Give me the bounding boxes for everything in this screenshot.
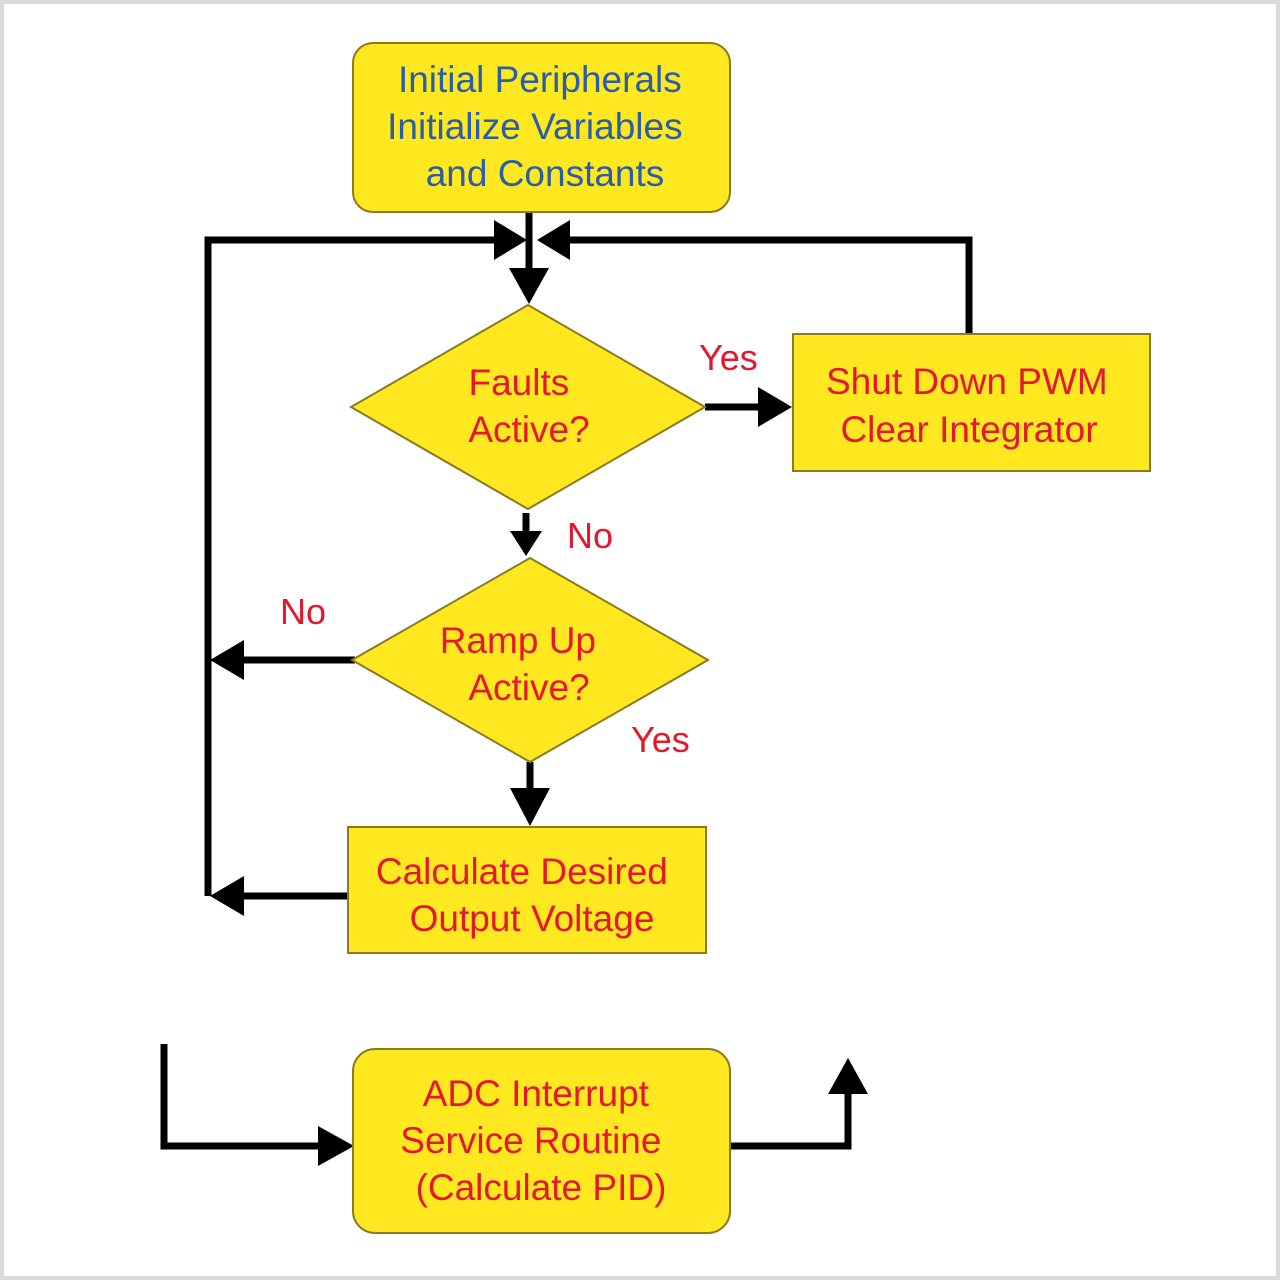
node-shutdown-line-2: Clear Integrator [840,409,1097,450]
edge-label-ramp-no: No [280,591,326,632]
arrowhead-into-faults [509,268,549,304]
edge-label-faults-yes: Yes [699,337,758,378]
node-init-line-2: Initialize Variables [387,106,682,147]
node-adc-line-1: ADC Interrupt [423,1073,650,1114]
node-adc: ADC Interrupt Service Routine (Calculate… [352,1048,731,1234]
node-adc-shape [352,1048,731,1234]
node-adc-line-2: Service Routine [400,1120,661,1161]
node-ramp-shape [349,556,711,764]
connector-adc-in [160,1044,320,1150]
svg-text:Ramp Up Active?: Ramp Up Active? [440,620,607,708]
svg-text:Faults Active?: Faults Active? [468,362,589,450]
arrowhead-loop-left [494,220,527,260]
node-calc: Calculate Desired Output Voltage [347,826,707,954]
svg-text:ADC Interrupt Service Ro: ADC Interrupt Service Routine (Calculate… [400,1073,671,1208]
arrowhead-into-shutdown [758,387,792,427]
edge-labels: Yes No No Yes [280,337,758,760]
connectors [160,212,973,1150]
node-adc-line-3: (Calculate PID) [416,1167,667,1208]
node-ramp: Ramp Up Active? [349,556,711,764]
edge-label-ramp-yes: Yes [631,719,690,760]
arrowhead-into-adc [318,1126,354,1166]
node-init-line-1: Initial Peripherals [398,59,682,100]
node-ramp-line-1: Ramp Up [440,620,596,661]
node-calc-shape [347,826,707,954]
node-init-shape [352,42,731,213]
arrowhead-adc-out [828,1058,868,1094]
node-shutdown: Shut Down PWM Clear Integrator [792,333,1151,472]
node-init-line-3: and Constants [426,153,665,194]
node-faults-line-2: Active? [468,409,589,450]
arrowhead-into-calc [510,788,550,826]
node-faults-line-1: Faults [468,362,569,403]
arrowhead-calc-return [210,876,244,916]
node-faults-shape [348,303,708,511]
edge-label-faults-no: No [567,515,613,556]
connector-shutdown-return [568,236,973,334]
svg-text:Initial Peripherals Init: Initial Peripherals Initialize Variables… [387,59,693,194]
connector-adc-out [730,1092,852,1150]
node-calc-line-2: Output Voltage [410,898,655,939]
node-faults: Faults Active? [348,303,708,511]
node-calc-line-1: Calculate Desired [376,851,668,892]
arrowhead-into-ramp [510,531,542,556]
node-shutdown-shape [792,333,1151,472]
arrowhead-shutdown-return [537,220,570,260]
svg-text:Shut Down PWM Clear Inte: Shut Down PWM Clear Integrator [826,361,1118,450]
node-ramp-line-2: Active? [468,667,589,708]
node-init: Initial Peripherals Initialize Variables… [352,42,731,213]
arrowhead-ramp-no [210,640,244,680]
connector-loop-left [204,236,498,896]
svg-text:Calculate Desired Output: Calculate Desired Output Voltage [376,851,678,939]
arrowheads [210,220,868,1166]
node-shutdown-line-1: Shut Down PWM [826,361,1108,402]
